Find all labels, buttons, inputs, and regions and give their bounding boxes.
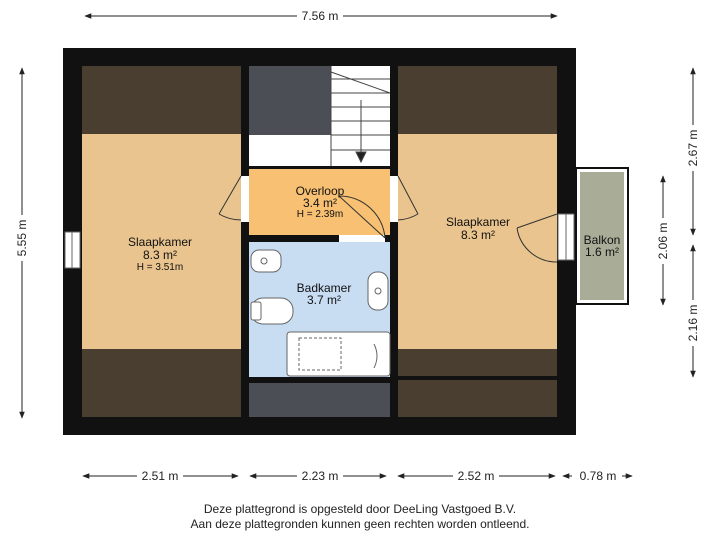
balcony-name: Balkon	[584, 233, 621, 247]
bathroom-fixtures	[250, 249, 391, 377]
footer-line-2: Aan deze plattegronden kunnen geen recht…	[190, 517, 530, 531]
room-bedroom-right	[398, 66, 557, 417]
dim-left-total: 5.55 m	[15, 220, 29, 257]
bedroom-left-name: Slaapkamer	[128, 235, 192, 249]
bathroom-area: 3.7 m²	[307, 293, 341, 307]
sink-right	[367, 271, 389, 311]
stairwell	[249, 66, 391, 166]
stairs	[330, 66, 391, 166]
dim-bottom-left: 2.51 m	[142, 469, 179, 483]
dim-bottom-balcony: 0.78 m	[580, 469, 617, 483]
windows	[64, 213, 575, 269]
balcony	[575, 167, 629, 305]
room-bedroom-left	[82, 66, 241, 417]
dim-right-upper: 2.67 m	[686, 130, 700, 167]
dim-right-lower: 2.16 m	[686, 305, 700, 342]
room-landing	[249, 169, 390, 235]
bedroom-right-area: 8.3 m²	[461, 228, 495, 242]
dim-balcony-height: 2.06 m	[656, 223, 670, 260]
bedroom-left-height: H = 3.51m	[137, 262, 183, 273]
balcony-area: 1.6 m²	[585, 245, 619, 259]
sink-left	[250, 249, 282, 273]
dim-bottom-right: 2.52 m	[458, 469, 495, 483]
doors	[218, 175, 558, 263]
bedroom-right-name: Slaapkamer	[446, 215, 510, 229]
footer-line-1: Deze plattegrond is opgesteld door DeeLi…	[203, 502, 517, 516]
landing-wall	[249, 166, 390, 169]
bathroom-name: Badkamer	[297, 281, 352, 295]
bathtub	[286, 331, 391, 377]
landing-name: Overloop	[296, 184, 345, 198]
landing-area: 3.4 m²	[303, 196, 337, 210]
bedroom-left-area: 8.3 m²	[143, 248, 177, 262]
dim-top-total: 7.56 m	[302, 9, 339, 23]
dim-bottom-middle: 2.23 m	[302, 469, 339, 483]
landing-height: H = 2.39m	[297, 209, 343, 220]
